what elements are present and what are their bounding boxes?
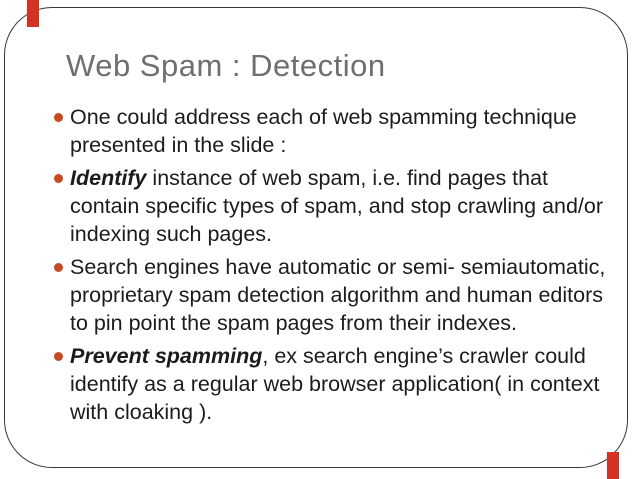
slide-rounded-border bbox=[4, 7, 628, 468]
bullet-body-text: One could address each of web spamming t… bbox=[70, 105, 577, 157]
red-clip-marker-top bbox=[27, 0, 39, 27]
bullet-dot-icon bbox=[54, 174, 63, 183]
bullet-body-text: Search engines have automatic or semi- s… bbox=[70, 255, 606, 335]
bullet-dot-icon bbox=[54, 113, 63, 122]
bullet-item: Identify instance of web spam, i.e. find… bbox=[44, 164, 622, 248]
bullet-item: One could address each of web spamming t… bbox=[44, 103, 622, 159]
bullet-dot-icon bbox=[54, 352, 63, 361]
bullet-lead-text: Identify bbox=[70, 166, 147, 190]
slide-title: Web Spam : Detection bbox=[66, 48, 386, 83]
bullet-dot-icon bbox=[54, 263, 63, 272]
bullet-item: Search engines have automatic or semi- s… bbox=[44, 253, 622, 337]
bullet-body-text: instance of web spam, i.e. find pages th… bbox=[70, 166, 604, 246]
bullet-lead-text: Prevent spamming bbox=[70, 344, 263, 368]
red-clip-marker-bottom bbox=[607, 452, 619, 479]
bullet-item: Prevent spamming, ex search engine’s cra… bbox=[44, 342, 622, 426]
bullet-body-text: , ex search engine’s crawler could ident… bbox=[70, 344, 600, 424]
bullet-list: One could address each of web spamming t… bbox=[44, 103, 622, 426]
